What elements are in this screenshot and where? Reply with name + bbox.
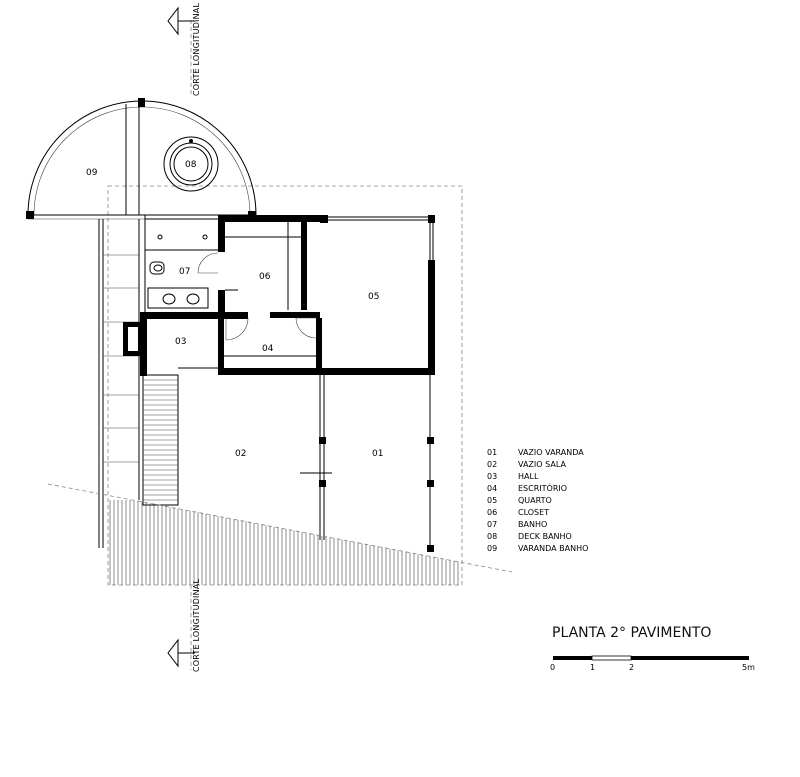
walkway-slats <box>103 254 139 463</box>
legend-name: BANHO <box>518 520 547 529</box>
legend-name: VAZIO VARANDA <box>518 448 584 457</box>
terrain-line <box>47 483 513 573</box>
tub-drain <box>189 139 193 143</box>
room-label-03: 03 <box>175 337 186 347</box>
section-label-top: CORTE LONGITUDINAL <box>192 3 201 96</box>
tub-outer <box>163 136 219 192</box>
room-label-05: 05 <box>368 292 379 302</box>
ground-boards <box>109 500 459 585</box>
toilet <box>149 261 165 275</box>
section-arrow-bottom-icon <box>167 638 179 668</box>
veranda-column-left <box>26 211 34 219</box>
column-void-5 <box>427 545 434 552</box>
room-label-01: 01 <box>372 449 383 459</box>
wall-bedroom-east <box>428 260 435 375</box>
wall-south <box>218 368 435 375</box>
legend-code: 02 <box>487 460 497 469</box>
wall-closet-east <box>301 215 307 310</box>
legend-code: 09 <box>487 544 497 553</box>
legend-name: VAZIO SALA <box>518 460 566 469</box>
legend-code: 06 <box>487 508 497 517</box>
room-label-04: 04 <box>262 344 274 354</box>
wall-office-north <box>270 312 320 318</box>
legend-code: 03 <box>487 472 497 481</box>
tub-basin <box>173 146 209 182</box>
bath-door-swing <box>197 252 219 274</box>
column-north <box>320 215 328 223</box>
wall-closet-west-upper <box>218 215 225 252</box>
veranda-arc-outer <box>27 100 257 216</box>
column-void-3 <box>427 437 434 444</box>
scale-seg-0-1 <box>553 656 592 660</box>
legend-name: DECK BANHO <box>518 532 572 541</box>
sink-2 <box>186 293 200 305</box>
legend-code: 04 <box>487 484 497 493</box>
legend-code: 07 <box>487 520 497 529</box>
scale-seg-1-2 <box>591 655 632 661</box>
scale-label-1: 1 <box>590 663 595 672</box>
toilet-bowl <box>153 264 163 272</box>
wall-hall-west <box>140 312 147 376</box>
column-void-1 <box>319 437 326 444</box>
vanity <box>147 287 209 309</box>
legend-name: VARANDA BANHO <box>518 544 588 553</box>
column-void-2 <box>319 480 326 487</box>
hall-niche-inner <box>128 327 138 351</box>
shower-head-2 <box>202 234 208 240</box>
room-legend: 01 VAZIO VARANDA 02 VAZIO SALA 03 HALL 0… <box>487 448 588 553</box>
shower-head-1 <box>157 234 163 240</box>
scale-label-0: 0 <box>550 663 555 672</box>
room-label-09: 09 <box>86 168 98 178</box>
wall-north-closet <box>218 215 328 222</box>
section-arrow-top-icon <box>167 6 179 36</box>
legend-code: 05 <box>487 496 497 505</box>
room-label-08: 08 <box>185 160 197 170</box>
legend-name: HALL <box>518 472 539 481</box>
roof-outline <box>107 185 463 586</box>
wall-hall-east <box>218 319 224 374</box>
wall-hall-north <box>140 312 248 319</box>
section-label-bottom: CORTE LONGITUDINAL <box>192 579 201 672</box>
stair-treads <box>143 379 178 501</box>
legend-name: CLOSET <box>518 508 549 517</box>
veranda-column-top <box>138 98 145 107</box>
legend-code: 08 <box>487 532 497 541</box>
office-door-swing <box>295 317 317 339</box>
scale-label-5m: 5m <box>742 663 755 672</box>
room-label-02: 02 <box>235 449 246 459</box>
column-void-4 <box>427 480 434 487</box>
legend-code: 01 <box>487 448 497 457</box>
hall-door-swing <box>225 317 249 341</box>
plan-title: PLANTA 2° PAVIMENTO <box>552 625 711 641</box>
legend-name: QUARTO <box>518 496 552 505</box>
scale-seg-2-5 <box>631 656 749 660</box>
wall-office-east <box>316 318 322 370</box>
wall-closet-west-lower <box>218 290 225 318</box>
column-ne <box>428 215 435 223</box>
sink-1 <box>162 293 176 305</box>
room-label-07: 07 <box>179 267 190 277</box>
legend-name: ESCRITÓRIO <box>518 482 567 493</box>
scale-label-2: 2 <box>629 663 634 672</box>
room-label-06: 06 <box>259 272 271 282</box>
scale-bar: 0 1 2 5m <box>550 655 755 672</box>
